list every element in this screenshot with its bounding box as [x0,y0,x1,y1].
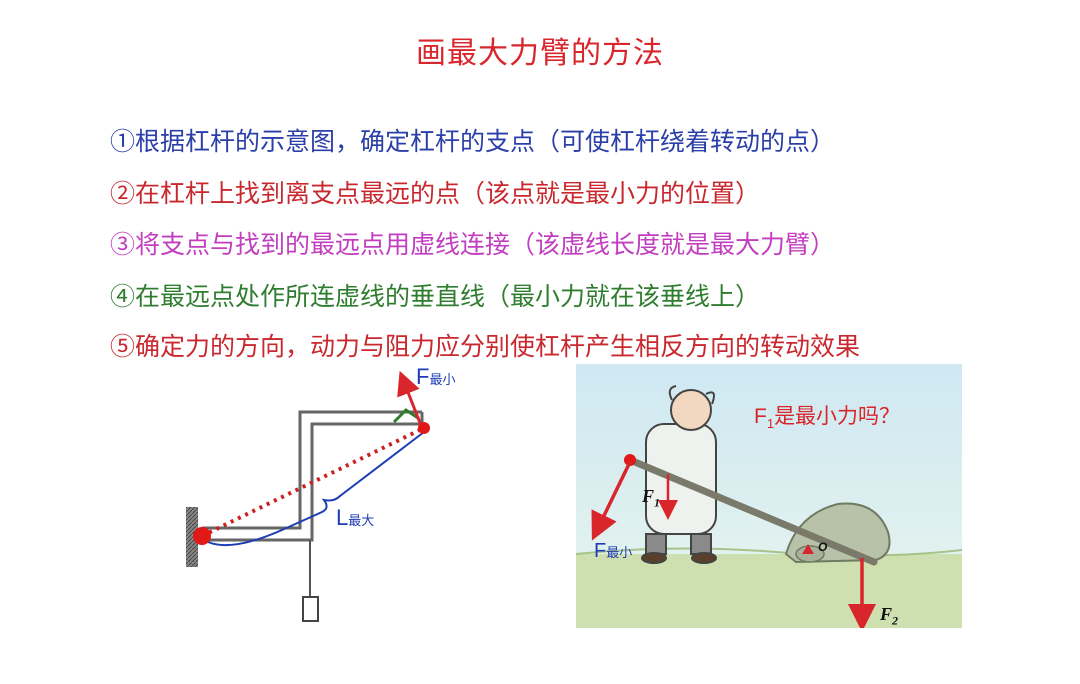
bent-lever [202,410,424,542]
max-arm-line [201,426,425,538]
force-min-arrow [397,370,424,429]
step-3: ③将支点与找到的最远点用虚线连接（该虚线长度就是最大力臂） [110,230,836,259]
wall [186,507,198,567]
step-4: ④在最远点处作所连虚线的垂直线（最小力就在该垂线上） [110,282,761,311]
cartoon-svg [575,364,963,632]
step-1: ①根据杠杆的示意图，确定杠杆的支点（可使杠杆绕着转动的点） [110,127,836,156]
lever-diagram-svg [186,370,430,622]
lever-diagram: F最小 L最大 [172,362,472,634]
lever-end-point [624,454,636,466]
step-2: ②在杠杆上找到离支点最远的点（该点就是最小力的位置） [110,179,761,208]
right-angle-mark [392,408,419,424]
lever-bar [626,456,878,566]
question-label: F1是最小力吗？ [754,405,901,432]
fulcrum-point [193,527,211,545]
arm-brace [207,431,425,547]
pivot-o-label: O [818,540,828,554]
far-point [418,422,430,434]
force-min-label: F最小 [416,364,456,389]
weight-block [302,596,319,622]
cartoon-lever-illustration: F1是最小力吗？ F1 F最小 F2 O [575,364,963,632]
pivot-triangle [802,544,814,554]
fmin-arrow [591,461,632,541]
fmin-label: F最小 [594,540,633,562]
f1-label: F1 [642,486,661,510]
arm-max-label: L最大 [336,505,375,530]
f2-label: F2 [880,604,899,628]
ground [576,554,962,628]
step-5: ⑤确定力的方向，动力与阻力应分别使杠杆产生相反方向的转动效果 [110,332,861,361]
page-title: 画最大力臂的方法 [416,36,664,71]
